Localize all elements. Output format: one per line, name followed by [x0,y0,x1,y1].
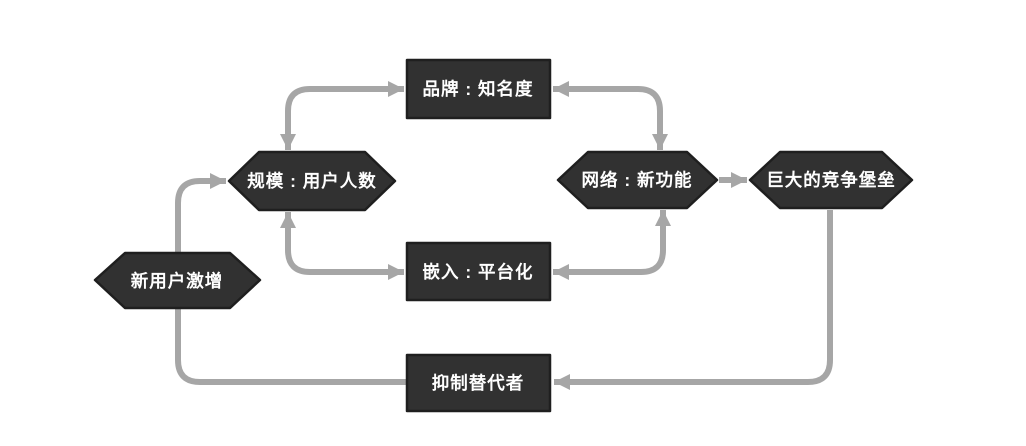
node-new-users-label: 新用户激增 [131,271,224,291]
node-scale-shape [227,150,397,212]
node-network-label: 网络 : 新功能 [581,170,692,190]
node-suppress-shape [405,353,552,413]
edge-scale-embed [280,212,404,280]
node-suppress: 抑制替代者 [405,353,552,413]
node-new-users: 新用户激增 [93,251,262,310]
node-scale: 规模 : 用户人数 [227,150,397,212]
edge-fortress-suppress [554,210,833,390]
node-fortress-label: 巨大的竞争堡垒 [766,170,896,190]
node-suppress-label: 抑制替代者 [432,373,525,393]
node-fortress: 巨大的竞争堡垒 [748,150,914,210]
node-brand-label: 品牌 : 知名度 [422,79,533,99]
node-network: 网络 : 新功能 [556,150,719,210]
edge-scale-brand [280,81,404,150]
node-fortress-shape [748,150,914,210]
node-embed: 嵌入 : 平台化 [405,241,552,302]
node-embed-shape [405,241,552,302]
node-brand-shape [405,58,552,120]
edge-embed-network [553,210,671,280]
node-network-shape [556,150,719,210]
nodes: 品牌 : 知名度 规模 : 用户人数 网络 : 新功能 巨大的竞争堡垒 嵌入 :… [93,58,914,413]
node-brand: 品牌 : 知名度 [405,58,552,120]
edges [175,81,833,390]
node-new-users-shape [93,251,262,310]
node-scale-label: 规模 : 用户人数 [247,171,377,191]
edge-brand-network [553,81,668,150]
node-embed-label: 嵌入 : 平台化 [422,262,533,282]
